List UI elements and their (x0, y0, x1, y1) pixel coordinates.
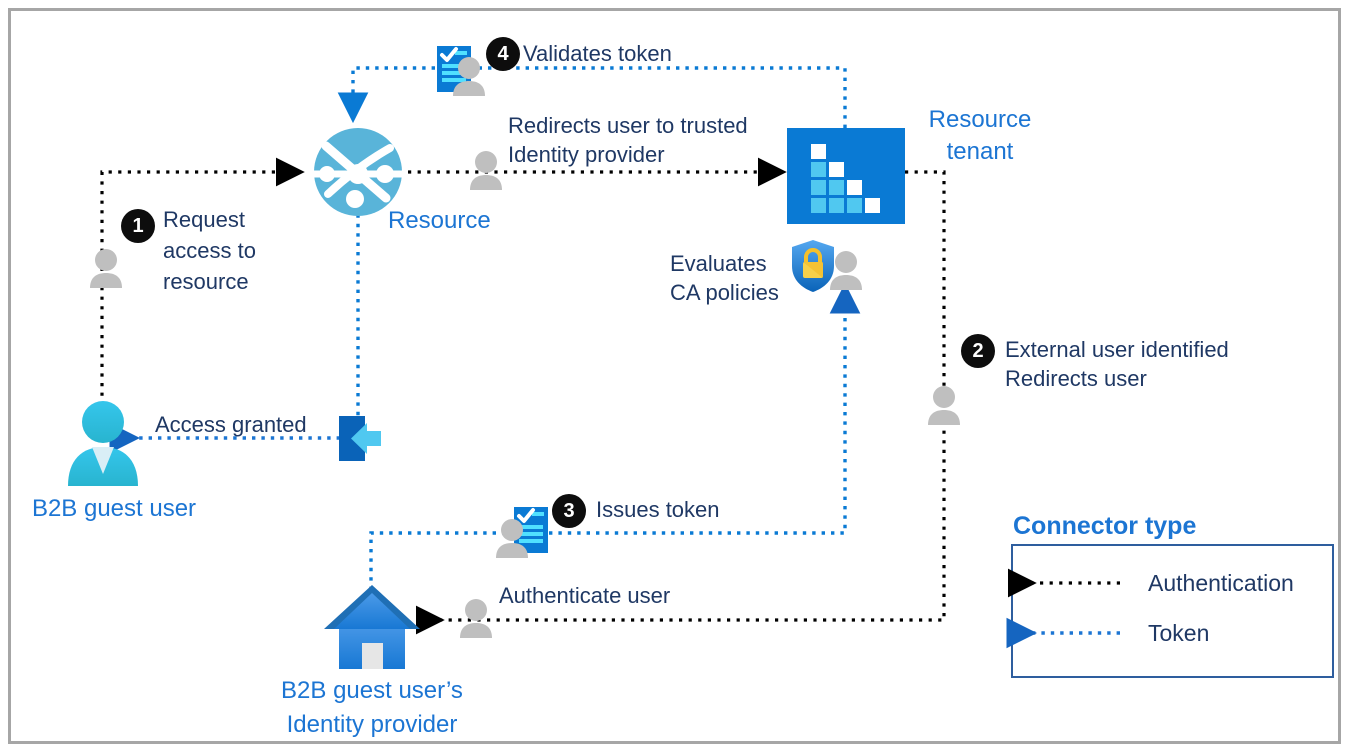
login-access-icon (339, 416, 381, 461)
token-checklist-icon-3 (512, 505, 564, 557)
legend-title: Connector type (1013, 512, 1197, 540)
globe-resource-icon (308, 122, 408, 222)
step3-label: Issues token (596, 497, 720, 522)
person-gray-icon-external (926, 385, 962, 425)
step2-label-line1: External user identified (1005, 337, 1229, 362)
shield-lock-icon (791, 240, 835, 292)
annotation-redirect-line1: Redirects user to trusted (508, 113, 748, 138)
house-identity-provider-icon (322, 583, 422, 673)
node-label-idp-line1: B2B guest user’s (281, 677, 463, 704)
person-gray-icon-validates (451, 56, 487, 96)
step-badge-3: 3 (552, 494, 586, 528)
step4-label: Validates token (523, 41, 672, 66)
azure-tenant-icon (787, 128, 905, 224)
person-gray-icon-evaluates (828, 250, 864, 290)
step1-label-line2: access to (163, 238, 256, 263)
person-gray-icon-redirect (468, 150, 504, 190)
step-badge-2: 2 (961, 334, 995, 368)
annotation-access-granted: Access granted (155, 412, 307, 437)
legend-item-token-label: Token (1148, 620, 1210, 646)
step-badge-1: 1 (121, 209, 155, 243)
person-gray-icon-request (88, 248, 124, 288)
annotation-evaluates-line1: Evaluates (670, 251, 767, 276)
node-label-idp-line2: Identity provider (286, 711, 458, 738)
person-gray-icon-authenticate (458, 598, 494, 638)
annotation-redirect-line2: Identity provider (508, 142, 665, 167)
legend-box (1011, 544, 1334, 678)
step1-label-line3: resource (163, 269, 249, 294)
step2-label-line2: Redirects user (1005, 366, 1147, 391)
annotation-authenticate-user: Authenticate user (499, 583, 671, 608)
node-label-resource-tenant-line1: Resource (928, 106, 1032, 133)
b2b-guest-user-avatar-icon (64, 400, 142, 486)
annotation-evaluates-line2: CA policies (670, 280, 779, 305)
step-badge-4: 4 (486, 37, 520, 71)
node-label-b2b-guest-user: B2B guest user (31, 495, 197, 522)
node-label-resource: Resource (388, 207, 491, 234)
person-gray-icon-issues (494, 518, 530, 558)
step1-label-line1: Request (163, 207, 245, 232)
legend-item-authentication-label: Authentication (1148, 570, 1294, 596)
node-label-resource-tenant-line2: tenant (946, 138, 1014, 165)
